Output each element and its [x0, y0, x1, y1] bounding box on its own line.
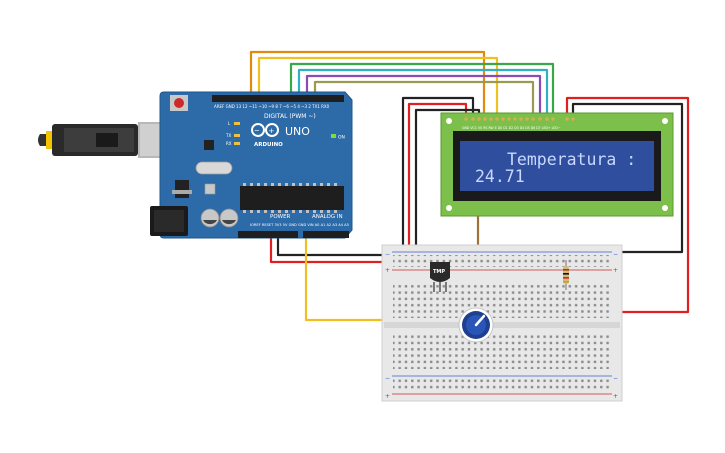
svg-text:IOREF RESET 3V3 5V GND GND VIN: IOREF RESET 3V3 5V GND GND VIN A0 A1 A2 …	[250, 223, 349, 227]
rail-markers: − + − + − + − +	[385, 251, 618, 400]
power-label: POWER	[270, 214, 291, 220]
wire-olive[interactable]	[313, 80, 535, 117]
lcd-line-1: Temperatura :	[507, 150, 636, 169]
potentiometer-knob-icon[interactable]	[458, 307, 494, 343]
svg-text:−: −	[385, 251, 390, 258]
analog-label: ANALOG IN	[312, 214, 343, 220]
regulator	[175, 180, 189, 198]
wire-5v-red[interactable]	[269, 230, 392, 264]
svg-text:−: −	[254, 127, 260, 135]
digital-pin-labels: AREF GND 13 12 ~11 ~10 ~9 8 7 ~6 ~5 4 ~3…	[214, 104, 330, 109]
wire-lcd-black-left[interactable]	[401, 96, 475, 258]
reset-button[interactable]	[170, 95, 188, 111]
svg-text:−: −	[385, 375, 390, 382]
lcd-screen	[460, 141, 654, 191]
svg-text:−: −	[613, 251, 618, 258]
lcd-line-2: 24.71	[475, 167, 525, 186]
power-header[interactable]	[238, 231, 349, 238]
arduino-logo-icon: − +	[251, 123, 279, 137]
lcd-pin-labels: GND VCC V0 RS RW E D0 D1 D2 D3 D4 D5 D6 …	[462, 126, 561, 130]
svg-text:+: +	[613, 393, 618, 400]
svg-text:+: +	[385, 267, 390, 274]
svg-text:+: +	[613, 267, 618, 274]
arduino-model: UNO	[285, 125, 310, 138]
wire-orange[interactable]	[249, 50, 486, 117]
wire-lcd-black-right[interactable]	[571, 102, 684, 254]
crystal	[195, 161, 233, 175]
power-pin-labels: IOREF RESET 3V3 5V GND GND VIN A0 A1 A2 …	[250, 223, 349, 227]
digital-label: DIGITAL (PWM ~)	[264, 113, 316, 120]
status-leds: L TX RX	[225, 121, 240, 146]
arduino-brand: ARDUINO	[254, 142, 283, 148]
svg-text:ON: ON	[338, 135, 345, 141]
wire-lcd-red-right[interactable]	[565, 96, 690, 314]
atmega-chip	[240, 183, 344, 213]
capacitors	[200, 183, 239, 228]
arduino-board[interactable]: AREF GND 13 12 ~11 ~10 ~9 8 7 ~6 ~5 4 ~3…	[150, 91, 353, 239]
sensor-label: TMP	[433, 269, 445, 275]
lcd-display[interactable]: GND VCC V0 RS RW E D0 D1 D2 D3 D4 D5 D6 …	[440, 112, 674, 217]
power-jack	[150, 206, 188, 236]
svg-text:TX: TX	[225, 133, 231, 138]
lcd-pin-header[interactable]	[464, 117, 575, 121]
digital-header[interactable]	[212, 95, 344, 102]
svg-text:+: +	[269, 127, 275, 135]
wire-teal[interactable]	[297, 68, 549, 117]
wire-yellow-top[interactable]	[257, 56, 499, 117]
svg-text:+: +	[385, 393, 390, 400]
breadboard[interactable]: − + − + − + − +	[381, 244, 623, 402]
wire-green[interactable]	[289, 62, 555, 117]
on-led: ON	[331, 134, 345, 141]
wires	[249, 50, 690, 322]
svg-text:−: −	[613, 375, 618, 382]
resistor[interactable]	[563, 260, 569, 290]
svg-text:RX: RX	[226, 141, 232, 146]
usb-chip	[204, 140, 214, 150]
svg-text:GND VCC V0 RS RW E D0 D1 D2 D3: GND VCC V0 RS RW E D0 D1 D2 D3 D4 D5 D6 …	[462, 126, 561, 130]
wire-purple[interactable]	[305, 74, 542, 117]
svg-text:AREF GND 13 12 ~11 ~10 ~9 8 7: AREF GND 13 12 ~11 ~10 ~9 8 7 ~6 ~5 4 ~3…	[214, 104, 330, 109]
svg-text:L: L	[228, 121, 231, 126]
temperature-sensor[interactable]: TMP	[430, 262, 450, 292]
